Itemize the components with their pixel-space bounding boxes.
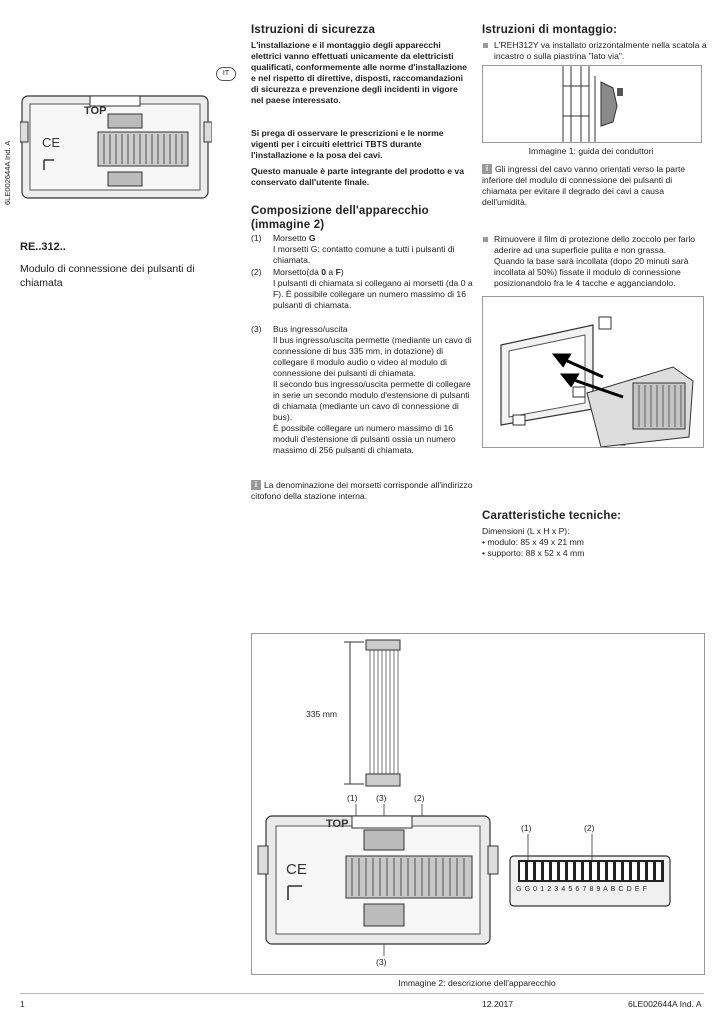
- callout-1: (1): [347, 793, 358, 803]
- figure-1-caption: Immagine 1: guida dei conduttori: [528, 146, 654, 156]
- composition-title: Composizione dell'apparecchio (immagine …: [251, 205, 429, 231]
- composition-item-1: (1) Morsetto G I morsetti G: contatto co…: [251, 233, 455, 265]
- callout-right-2: (2): [584, 823, 595, 833]
- safety-paragraph-1: L'installazione e il montaggio degli app…: [251, 40, 467, 105]
- cable-length-label: 335 mm: [306, 709, 338, 719]
- mounting-image: [482, 296, 704, 448]
- composition-item-2: (2) Morsetto(da 0 a F) I pulsanti di chi…: [251, 267, 473, 310]
- side-code: 6LE002644A Ind. A: [3, 140, 12, 205]
- page-number: 1: [20, 999, 25, 1009]
- callout-2: (2): [414, 793, 425, 803]
- composition-item-3: (3) Bus ingresso/uscita Il bus ingresso/…: [251, 324, 472, 455]
- svg-text:CE: CE: [286, 861, 307, 878]
- specs-support: • supporto: 88 x 52 x 4 mm: [482, 548, 585, 558]
- footer-divider: [20, 993, 704, 994]
- svg-text:TOP: TOP: [84, 105, 106, 117]
- safety-paragraph-2: Si prega di osservare le prescrizioni e …: [251, 128, 444, 160]
- language-badge: IT: [216, 67, 236, 81]
- specs-dimensions: Dimensioni (L x H x P):: [482, 526, 570, 536]
- top-label: TOP: [326, 818, 349, 830]
- info-icon: i: [251, 480, 261, 490]
- footer-date: 12.2017: [482, 999, 514, 1009]
- product-description: Modulo di connessione dei pulsanti di ch…: [20, 263, 195, 289]
- figure-2: CE: [251, 633, 705, 975]
- mounting-bullet-1: L'REH312Y va installato orizzontalmente …: [482, 40, 714, 62]
- specs-title: Caratteristiche tecniche:: [482, 510, 622, 522]
- figure-1-image: [482, 65, 702, 143]
- safety-paragraph-3: Questo manuale è parte integrante del pr…: [251, 166, 464, 187]
- figure-2-drawing: CE: [257, 639, 671, 956]
- footer-code: 6LE002644A Ind. A: [628, 999, 702, 1009]
- mounting-bullet-2: Rimuovere il film di protezione dello zo…: [482, 234, 708, 289]
- callout-3-top: (3): [376, 793, 387, 803]
- product-code: RE..312..: [20, 241, 66, 253]
- callout-3-bottom: (3): [376, 957, 387, 967]
- specs-module: • modulo: 85 x 49 x 21 mm: [482, 537, 584, 547]
- callout-right-1: (1): [521, 823, 532, 833]
- product-image: TOP CE: [20, 95, 212, 199]
- safety-title: Istruzioni di sicurezza: [251, 24, 376, 36]
- info-icon: i: [482, 164, 492, 174]
- mounting-title: Istruzioni di montaggio:: [482, 24, 618, 36]
- terminal-labels: G G 0 1 2 3 4 5 6 7 8 9 A B C D E F: [516, 886, 648, 893]
- svg-text:CE: CE: [42, 135, 60, 150]
- figure-2-caption: Immagine 2: descrizione dell'apparecchio: [398, 978, 556, 988]
